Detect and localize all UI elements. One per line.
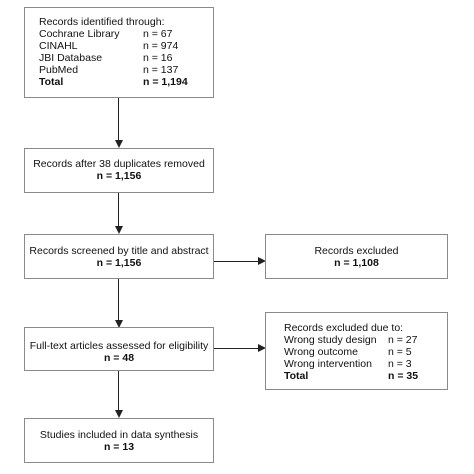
source-name: PubMed	[39, 64, 79, 76]
source-count: n = 16	[143, 52, 173, 64]
reason-name: Wrong study design	[284, 334, 377, 346]
reason-name: Wrong outcome	[284, 346, 358, 358]
duplicates-text: Records after 38 duplicates removed	[33, 158, 205, 170]
source-count: n = 67	[143, 28, 173, 40]
source-row: CINAHL n = 974	[39, 40, 213, 52]
source-row: Cochrane Library n = 67	[39, 28, 213, 40]
reason-row: Wrong intervention n = 3	[284, 358, 447, 370]
connector-line	[118, 279, 119, 321]
connector-line	[118, 193, 119, 227]
fulltext-count: n = 48	[103, 352, 135, 364]
reason-row: Wrong outcome n = 5	[284, 346, 447, 358]
total-count: n = 35	[388, 370, 419, 382]
arrow-down-icon	[115, 410, 123, 418]
arrow-right-icon	[258, 344, 266, 352]
reasons-heading: Records excluded due to:	[284, 322, 404, 334]
total-count: n = 1,194	[143, 76, 188, 88]
excluded-count: n = 1,108	[334, 257, 379, 269]
connector-line	[118, 98, 119, 141]
source-name: CINAHL	[39, 40, 78, 52]
reason-count: n = 27	[388, 334, 418, 346]
duplicates-count: n = 1,156	[96, 170, 142, 182]
arrow-right-icon	[258, 257, 266, 265]
included-box: Studies included in data synthesis n = 1…	[24, 418, 214, 463]
source-count: n = 974	[143, 40, 179, 52]
excluded-text: Records excluded	[314, 245, 399, 257]
excluded-reasons-box: Records excluded due to: Wrong study des…	[265, 312, 448, 390]
duplicates-box: Records after 38 duplicates removed n = …	[24, 148, 214, 193]
included-text: Studies included in data synthesis	[39, 429, 199, 441]
arrow-down-icon	[115, 320, 123, 328]
arrow-down-icon	[115, 226, 123, 234]
source-name: JBI Database	[39, 52, 103, 64]
reason-name: Wrong intervention	[284, 358, 372, 370]
screened-count: n = 1,156	[96, 257, 142, 269]
screened-box: Records screened by title and abstract n…	[24, 234, 214, 279]
source-name: Cochrane Library	[39, 28, 120, 40]
reason-row: Wrong study design n = 27	[284, 334, 447, 346]
identified-box: Records identified through: Cochrane Lib…	[24, 7, 214, 98]
arrow-down-icon	[115, 140, 123, 148]
total-label: Total	[39, 76, 64, 88]
total-label: Total	[284, 370, 309, 382]
included-count: n = 13	[103, 441, 135, 453]
source-count: n = 137	[143, 64, 179, 76]
reasons-total-row: Total n = 35	[284, 370, 447, 382]
identified-total-row: Total n = 1,194	[39, 76, 213, 88]
connector-line	[214, 348, 260, 349]
screened-text: Records screened by title and abstract	[29, 245, 209, 257]
reason-count: n = 3	[388, 358, 412, 370]
reason-count: n = 5	[388, 346, 412, 358]
fulltext-text: Full-text articles assessed for eligibil…	[29, 340, 209, 352]
identified-heading: Records identified through:	[39, 16, 165, 28]
connector-line	[214, 261, 260, 262]
excluded-box: Records excluded n = 1,108	[265, 234, 448, 279]
source-row: JBI Database n = 16	[39, 52, 213, 64]
connector-line	[118, 371, 119, 411]
fulltext-box: Full-text articles assessed for eligibil…	[24, 327, 214, 371]
source-row: PubMed n = 137	[39, 64, 213, 76]
